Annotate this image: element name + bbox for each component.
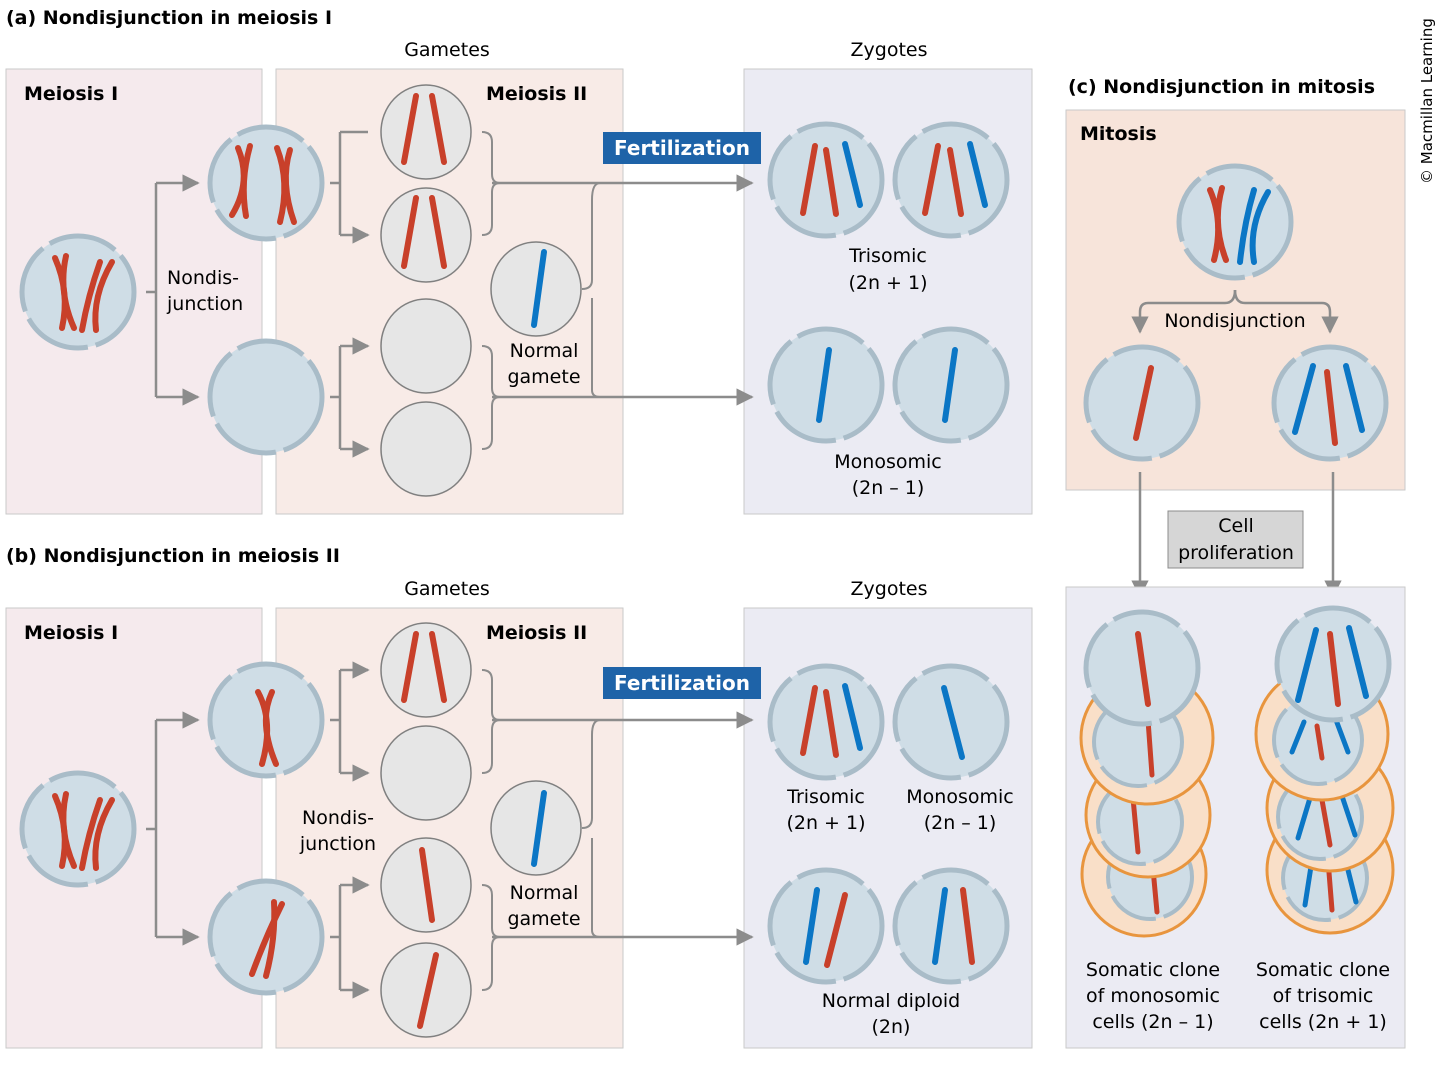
bracket-lower — [330, 346, 342, 449]
trisomic-label-b: Trisomic — [786, 786, 865, 808]
daughter-monosomic — [1083, 344, 1201, 462]
zygote-trisomic-1 — [767, 121, 885, 239]
proliferation-label-1: Cell — [1218, 515, 1254, 537]
zygotes-header: Zygotes — [851, 39, 928, 61]
clone-mono-label-2: of monosomic — [1086, 985, 1220, 1007]
fertilization-badge-b — [603, 667, 761, 699]
diploid-formula: (2n) — [872, 1016, 911, 1038]
panel-a-title: (a) Nondisjunction in meiosis I — [6, 7, 332, 29]
panel-a: (a) Nondisjunction in meiosis I Gametes … — [5, 7, 1033, 515]
trisomic-label: Trisomic — [848, 245, 927, 267]
parent-cell-b — [19, 770, 137, 888]
fertilization-label: Fertilization — [614, 136, 750, 160]
proliferation-box — [1167, 510, 1304, 569]
meiosis2-label: Meiosis II — [486, 83, 587, 105]
normal-gamete-b — [490, 780, 582, 876]
normal-gamete — [490, 241, 582, 337]
normal-gamete-label-b2: gamete — [507, 908, 580, 930]
nondisjunction-label-b1: Nondis- — [302, 807, 374, 829]
mitosis-parent-cell — [1176, 163, 1294, 281]
diploid-label: Normal diploid — [822, 990, 960, 1012]
zygote-monosomic-2 — [892, 326, 1010, 444]
gamete-b-disomic — [380, 622, 472, 718]
fertilization-label-b: Fertilization — [614, 671, 750, 695]
panel-b: (b) Nondisjunction in meiosis II Gametes… — [5, 545, 1033, 1049]
meiosis1-label-b: Meiosis I — [24, 622, 118, 644]
trisomic-formula: (2n + 1) — [848, 272, 927, 294]
gametes-header: Gametes — [404, 39, 490, 61]
gametes-header-b: Gametes — [404, 578, 490, 600]
cell-lower-b — [207, 878, 325, 996]
arrows-to-gametes-upper — [340, 130, 368, 235]
nondisjunction-label-c: Nondisjunction — [1164, 310, 1305, 332]
zygote-trisomic-2 — [892, 121, 1010, 239]
daughter-trisomic — [1271, 344, 1389, 462]
monosomic-label-b: Monosomic — [906, 786, 1013, 808]
clone-mono-label-3: cells (2n – 1) — [1092, 1011, 1213, 1033]
gamete-b-normal-2 — [380, 942, 472, 1038]
arrow-left-daughter — [1131, 289, 1237, 334]
gamete-b-normal-1 — [380, 837, 472, 933]
zygote-b-monosomic — [892, 663, 1010, 781]
monosomic-clone-stack — [1079, 609, 1215, 938]
clone-tri-label-1: Somatic clone — [1256, 959, 1390, 981]
panel-c: (c) Nondisjunction in mitosis Mitosis No… — [1065, 76, 1406, 1049]
bracket-upper — [330, 132, 342, 235]
cell-upper-b — [207, 661, 325, 779]
gamete-nullisomic-1 — [380, 298, 472, 394]
meiosis1-label: Meiosis I — [24, 83, 118, 105]
monosomic-label: Monosomic — [834, 451, 941, 473]
zygotes-header-b: Zygotes — [851, 578, 928, 600]
clone-mono-label-1: Somatic clone — [1086, 959, 1220, 981]
panel-c-title: (c) Nondisjunction in mitosis — [1068, 76, 1375, 98]
zygote-b-diploid-2 — [892, 867, 1010, 985]
nondisjunction-label-bg — [1155, 306, 1315, 334]
trisomic-formula-b: (2n + 1) — [786, 812, 865, 834]
nondisjunction-label-2: junction — [166, 293, 243, 315]
normal-gamete-label-1: Normal — [510, 340, 579, 362]
branch-bracket — [146, 183, 158, 397]
clone-cell-top — [1274, 605, 1392, 723]
parent-cell — [19, 233, 137, 351]
mitosis-label: Mitosis — [1080, 123, 1157, 145]
fertilization-badge — [603, 132, 761, 164]
monosomic-formula-b: (2n – 1) — [924, 812, 997, 834]
zygote-monosomic-1 — [767, 326, 885, 444]
gamete-nullisomic-2 — [380, 401, 472, 497]
branch-bracket-b — [146, 720, 158, 937]
clone-tri-label-2: of trisomic — [1273, 985, 1374, 1007]
bracket-lower-b — [330, 885, 342, 990]
nondisjunction-label-b2: junction — [299, 833, 376, 855]
arrow-right-daughter — [1233, 289, 1339, 334]
monosomic-formula: (2n – 1) — [852, 477, 925, 499]
zygote-b-diploid-1 — [767, 867, 885, 985]
gamete-disomic-1 — [380, 84, 472, 180]
meiosis2-label-b: Meiosis II — [486, 622, 587, 644]
normal-gamete-label-b1: Normal — [510, 882, 579, 904]
normal-gamete-label-2: gamete — [507, 366, 580, 388]
nondisjunction-label-1: Nondis- — [167, 267, 239, 289]
proliferation-label-2: proliferation — [1178, 542, 1294, 564]
cell-empty — [207, 338, 325, 456]
trisomic-clone-stack — [1254, 605, 1395, 935]
bracket-upper-b — [330, 670, 342, 773]
gamete-disomic-2 — [380, 187, 472, 283]
panel-b-title: (b) Nondisjunction in meiosis II — [6, 545, 340, 567]
copyright-notice: © Macmillan Learning — [1418, 18, 1436, 184]
gamete-b-nullisomic — [380, 725, 472, 821]
zygote-b-trisomic — [767, 663, 885, 781]
cell-with-both-homologs — [207, 124, 325, 242]
clone-cell-top — [1083, 609, 1201, 727]
clone-tri-label-3: cells (2n + 1) — [1259, 1011, 1387, 1033]
